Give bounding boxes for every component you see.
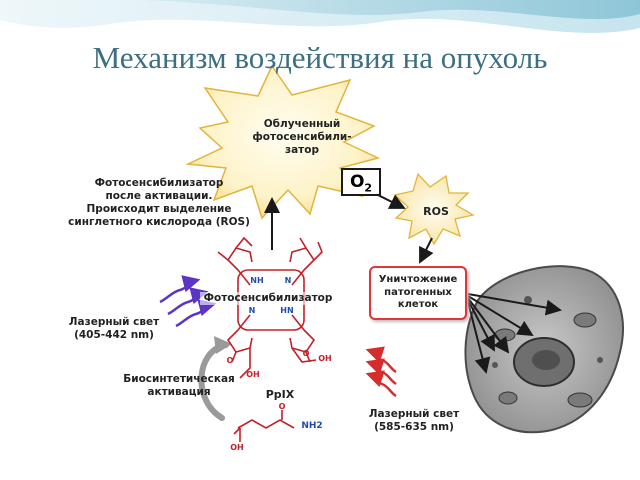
- atom-nh: NH: [250, 276, 264, 285]
- destruction-box: Уничтожение патогенных клеток: [369, 266, 467, 320]
- ros-starburst: [393, 172, 475, 246]
- laser-red-label: Лазерный свет (585-635 nm): [368, 408, 460, 434]
- ppix-label: PpIX: [265, 388, 295, 401]
- oxygen-box: O2: [341, 168, 381, 196]
- ps-after-activation-label: Фотосенсибилизатор после активации. Прои…: [68, 177, 250, 229]
- atom-oh-ala: OH: [230, 443, 244, 452]
- biosynthetic-label: Биосинтетическая активация: [123, 373, 235, 399]
- destruction-arrows: [467, 293, 562, 374]
- tumor-cell-image: [464, 265, 624, 434]
- atom-oh-left: OH: [246, 370, 260, 379]
- page-title: Механизм воздействия на опухоль: [92, 40, 548, 75]
- irradiated-ps-label: Облученный фотосенсибили- затор: [252, 118, 352, 157]
- oxygen-label: O: [349, 172, 365, 192]
- atom-hn: HN: [280, 306, 294, 315]
- atom-n-top: N: [284, 276, 292, 285]
- atom-n-bottom: N: [248, 306, 256, 315]
- atom-oh-right: OH: [318, 354, 332, 363]
- oxygen-subscript: 2: [364, 181, 373, 195]
- laser-blue-label: Лазерный свет (405-442 nm): [68, 316, 160, 342]
- ala-molecule: [233, 410, 295, 442]
- atom-nh2-ala: NH2: [301, 421, 323, 431]
- biosynthetic-arrowhead: [214, 336, 232, 354]
- atom-o-right: O: [302, 349, 310, 358]
- atom-o-left: O: [226, 356, 234, 365]
- atom-o-ala: O: [278, 402, 286, 411]
- arrow-ros-to-destruction: [419, 237, 434, 264]
- ros-label: ROS: [423, 205, 449, 218]
- ps-label: Фотосенсибилизатор: [200, 292, 336, 306]
- header-waves: [0, 0, 640, 33]
- irradiated-ps-starburst: [185, 64, 381, 220]
- laser-red-arrows: [365, 346, 397, 398]
